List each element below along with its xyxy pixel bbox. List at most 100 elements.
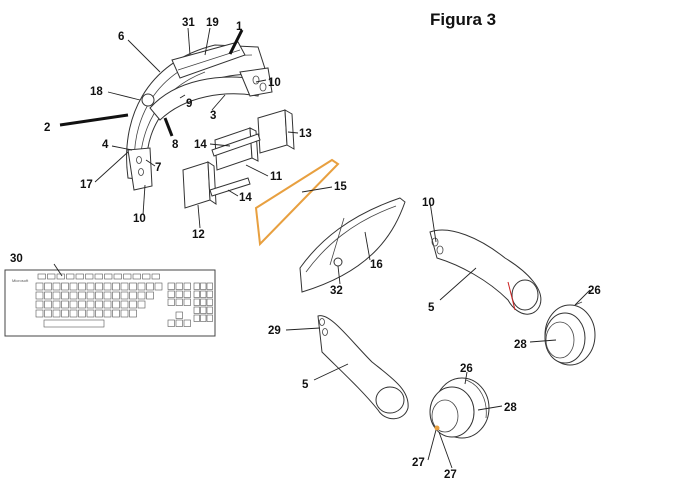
keyboard-key (79, 292, 86, 299)
keyboard-key (176, 320, 183, 327)
keyboard-key (194, 283, 200, 290)
callout-10-top: 10 (268, 77, 281, 89)
keyboard-key (79, 283, 86, 290)
keyboard-key (207, 307, 213, 314)
keyboard-key (168, 291, 175, 298)
keyboard-key (168, 299, 175, 306)
keyboard-key (201, 299, 207, 306)
keyboard-key (53, 301, 60, 308)
callout-15: 15 (334, 181, 347, 193)
keyboard-key (201, 315, 207, 322)
keyboard-key (147, 292, 154, 299)
keyboard-key (62, 283, 69, 290)
keyboard-key (45, 292, 52, 299)
keyboard-key (184, 299, 191, 306)
callout-3: 3 (210, 110, 216, 122)
callout-28-right: 28 (514, 339, 527, 351)
keyboard-key (207, 291, 213, 298)
keyboard-key (96, 292, 103, 299)
keyboard-key (113, 301, 120, 308)
keyboard-key (36, 301, 43, 308)
keyboard-key (121, 310, 128, 317)
keyboard-key (113, 292, 120, 299)
headband-button (142, 94, 154, 106)
keyboard-key (70, 301, 77, 308)
curved-screen (300, 198, 405, 292)
keyboard-key (62, 292, 69, 299)
keyboard-key (104, 301, 111, 308)
keyboard-key (45, 283, 52, 290)
callout-32: 32 (330, 285, 343, 297)
keyboard-key (176, 283, 183, 290)
keyboard-key (62, 310, 69, 317)
keyboard-key (104, 310, 111, 317)
keyboard-key (87, 283, 94, 290)
callout-8: 8 (172, 139, 179, 151)
keyboard-key (62, 301, 69, 308)
keyboard-key (45, 301, 52, 308)
keyboard-key (67, 274, 75, 279)
callout-27-left: 27 (412, 457, 425, 469)
callout-9: 9 (186, 98, 192, 110)
callout-4: 4 (102, 139, 109, 151)
keyboard-key (87, 310, 94, 317)
keyboard-key (70, 283, 77, 290)
keyboard-key (79, 301, 86, 308)
keyboard-key (168, 320, 175, 327)
keyboard-key (36, 283, 43, 290)
callout-26-bottom: 26 (460, 363, 473, 375)
arm-left (318, 316, 408, 419)
keyboard-key (114, 274, 122, 279)
keyboard-key (96, 301, 103, 308)
keyboard: Microsoft (5, 270, 215, 336)
keyboard-key (121, 283, 128, 290)
callout-13: 13 (299, 128, 312, 140)
callout-17: 17 (80, 179, 93, 191)
headband-assembly (60, 30, 272, 190)
keyboard-key (147, 283, 154, 290)
keyboard-key (96, 283, 103, 290)
keyboard-key (96, 310, 103, 317)
keyboard-key (184, 283, 191, 290)
keyboard-key (138, 292, 145, 299)
callout-30: 30 (10, 253, 23, 265)
keyboard-key (76, 274, 84, 279)
keyboard-key (194, 307, 200, 314)
keyboard-key (104, 283, 111, 290)
ring-right (545, 302, 595, 365)
keyboard-key (113, 283, 120, 290)
keyboard-key (194, 315, 200, 322)
keyboard-key (138, 283, 145, 290)
keyboard-key (87, 292, 94, 299)
keyboard-key (176, 299, 183, 306)
keyboard-key (113, 310, 120, 317)
keyboard-key (79, 310, 86, 317)
callout-12: 12 (192, 229, 205, 241)
earcup-bottom (430, 378, 489, 438)
callout-1: 1 (236, 21, 243, 33)
keyboard-brand: Microsoft (12, 278, 29, 283)
keyboard-key (70, 292, 77, 299)
keyboard-key (121, 301, 128, 308)
keyboard-key (201, 283, 207, 290)
keyboard-key (95, 274, 103, 279)
keyboard-key (130, 310, 137, 317)
callout-14-top: 14 (194, 139, 207, 151)
keyboard-key (138, 301, 145, 308)
callout-26-right: 26 (588, 285, 601, 297)
keyboard-key (86, 274, 94, 279)
callout-2: 2 (44, 122, 50, 134)
callout-16: 16 (370, 259, 383, 271)
keyboard-key (105, 274, 113, 279)
callout-18: 18 (90, 86, 103, 98)
keyboard-key (194, 291, 200, 298)
keyboard-key (152, 274, 160, 279)
keyboard-key (155, 283, 162, 290)
keyboard-key (104, 292, 111, 299)
callout-11: 11 (270, 171, 283, 183)
keyboard-key (121, 292, 128, 299)
keyboard-key (38, 274, 46, 279)
callout-5-bottom: 5 (302, 379, 309, 391)
keyboard-key (44, 320, 104, 327)
callout-7: 7 (155, 162, 161, 174)
